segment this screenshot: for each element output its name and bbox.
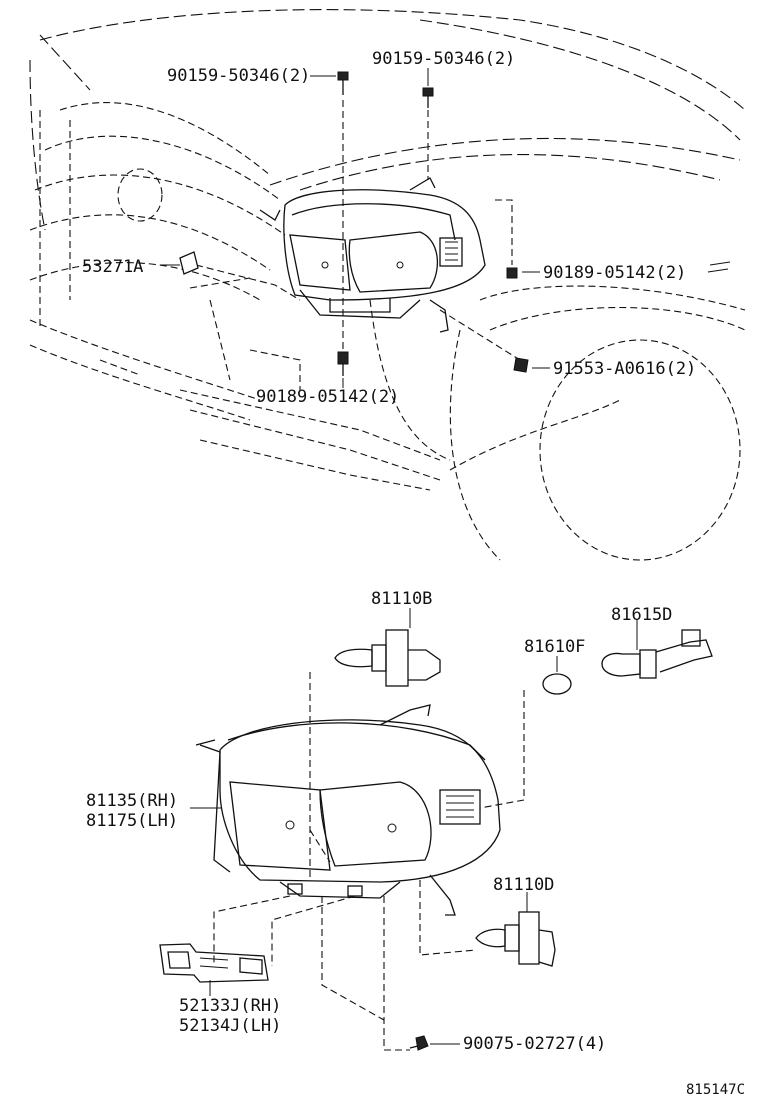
label-socket-side: 81615D: [611, 605, 672, 625]
label-headlamp-rh: 81135(RH): [86, 791, 178, 811]
label-bolt-top-left: 90159-50346(2): [167, 66, 310, 86]
socket-81615D-drawing: [601, 629, 713, 679]
bracket-52133J-drawing: [159, 943, 269, 983]
clip-icon: [179, 251, 199, 275]
label-bracket-rh: 52133J(RH): [179, 996, 281, 1016]
label-clip-left: 53271A: [82, 257, 143, 277]
label-clip-lower-right: 91553-A0616(2): [553, 359, 696, 379]
label-screw-four: 90075-02727(4): [463, 1034, 606, 1054]
label-screw-right: 90189-05142(2): [543, 263, 686, 283]
label-bulb-side: 81610F: [524, 637, 585, 657]
headlamp-assembly-drawing: [195, 704, 501, 916]
screw-icon: [337, 351, 349, 365]
diagram-code: 815147C: [686, 1082, 745, 1098]
vehicle-body-drawing: [29, 9, 746, 561]
bulb-81110B-drawing: [334, 629, 441, 687]
label-headlamp-lh: 81175(LH): [86, 811, 178, 831]
label-screw-bottom: 90189-05142(2): [256, 387, 399, 407]
bolt-icon: [337, 71, 349, 81]
bolt-icon: [422, 87, 434, 97]
screw-icon: [506, 267, 518, 279]
label-bolt-top-right: 90159-50346(2): [372, 49, 515, 69]
label-bulb-headlamp-high: 81110B: [371, 589, 432, 609]
label-bulb-headlamp-low: 81110D: [493, 875, 554, 895]
bulb-81110D-drawing: [475, 911, 556, 967]
lower-leader-lines: [190, 608, 638, 1051]
bulb-81610F-drawing: [542, 673, 572, 695]
headlamp-installed-drawing: [259, 177, 486, 333]
screw-90075-drawing: [409, 1035, 429, 1051]
upper-fasteners: [179, 71, 529, 376]
clip-icon: [513, 357, 529, 373]
upper-leader-lines: [160, 68, 550, 388]
label-bracket-lh: 52134J(LH): [179, 1016, 281, 1036]
